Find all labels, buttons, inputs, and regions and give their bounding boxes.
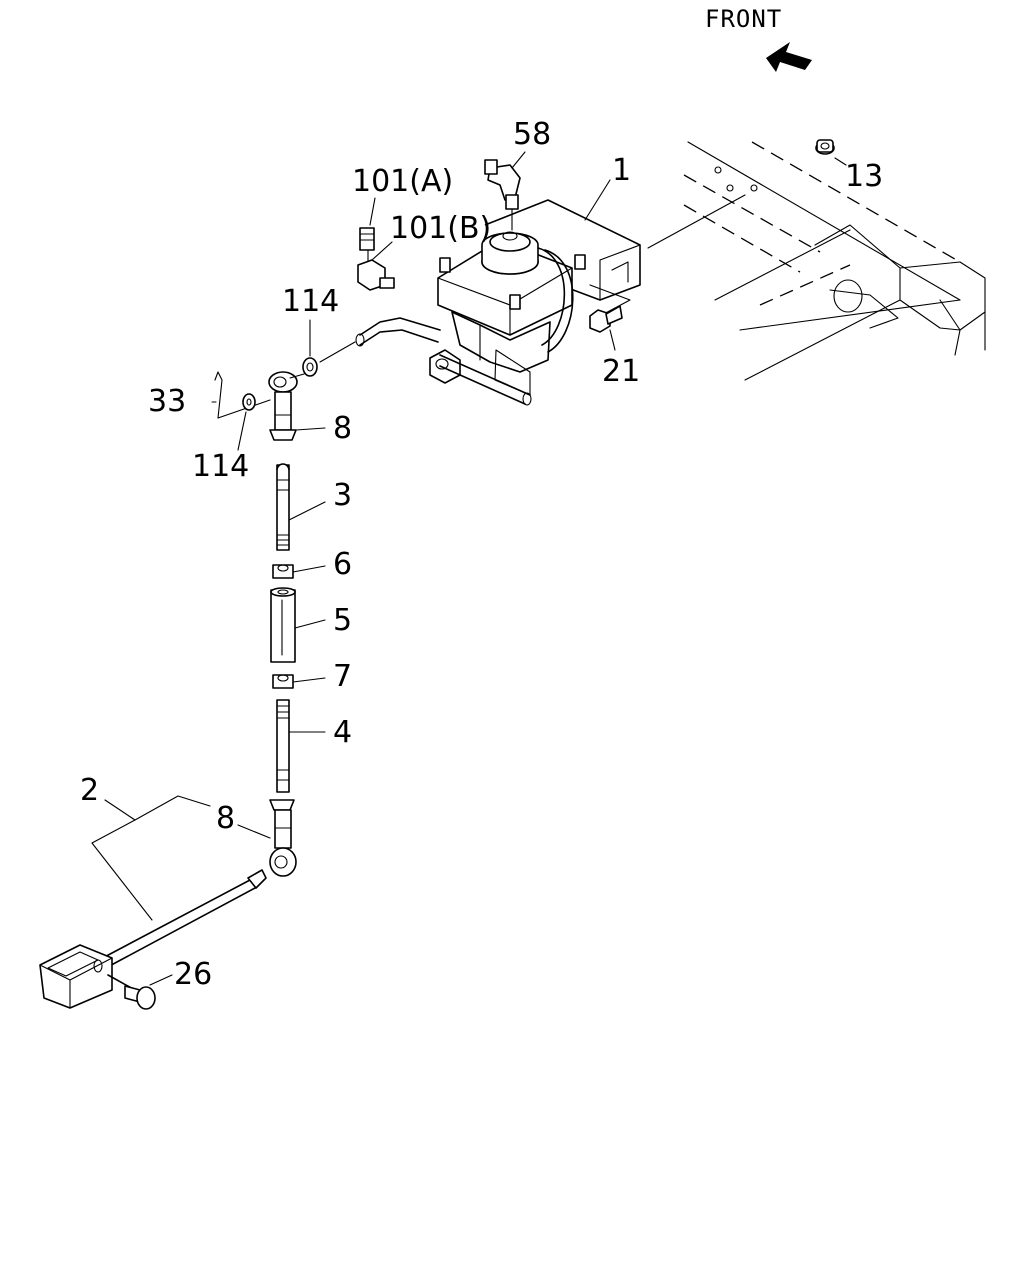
callout-114-upper: 114 bbox=[282, 284, 339, 319]
callout-114-lower: 114 bbox=[192, 449, 249, 484]
nut-7 bbox=[272, 674, 326, 689]
threaded-rod-4 bbox=[276, 699, 326, 793]
callout-8-upper: 8 bbox=[333, 411, 352, 446]
front-label: FRONT bbox=[705, 5, 782, 33]
callout-6: 6 bbox=[333, 547, 352, 582]
sleeve-5 bbox=[270, 587, 326, 663]
clip-pin-33 bbox=[211, 371, 271, 419]
washer-114-upper bbox=[302, 319, 318, 377]
bolt-26 bbox=[107, 974, 173, 1010]
front-arrow-icon bbox=[766, 42, 812, 72]
vehicle-frame bbox=[647, 141, 986, 381]
callout-7: 7 bbox=[333, 659, 352, 694]
callout-13: 13 bbox=[845, 159, 883, 194]
pedal-rod-2 bbox=[39, 795, 267, 1009]
relay-valve-assembly bbox=[319, 199, 641, 406]
callout-8-lower: 8 bbox=[216, 801, 235, 836]
callout-3: 3 bbox=[333, 478, 352, 513]
washer-114-lower bbox=[237, 393, 256, 451]
callout-1: 1 bbox=[612, 153, 631, 188]
callout-21: 21 bbox=[602, 354, 640, 389]
callout-labels: 1 2 3 4 5 6 7 8 8 13 21 26 33 58 101(A) … bbox=[80, 117, 883, 992]
flange-nut-13 bbox=[815, 139, 847, 166]
connector-101a bbox=[359, 197, 376, 263]
callout-58: 58 bbox=[513, 117, 551, 152]
callout-26: 26 bbox=[174, 957, 212, 992]
rod-end-8-lower bbox=[237, 799, 297, 877]
connector-101b bbox=[357, 241, 395, 291]
callout-2: 2 bbox=[80, 773, 99, 808]
callout-33: 33 bbox=[148, 384, 186, 419]
callout-101b: 101(B) bbox=[390, 211, 491, 246]
callout-101a: 101(A) bbox=[352, 164, 453, 199]
bolt-21 bbox=[589, 305, 623, 351]
callout-4: 4 bbox=[333, 715, 352, 750]
elbow-fitting-58 bbox=[484, 151, 526, 231]
rod-end-8-upper bbox=[268, 371, 326, 441]
nut-6 bbox=[272, 564, 326, 579]
threaded-rod-3 bbox=[276, 463, 326, 551]
front-indicator: FRONT bbox=[705, 5, 812, 72]
callout-5: 5 bbox=[333, 603, 352, 638]
